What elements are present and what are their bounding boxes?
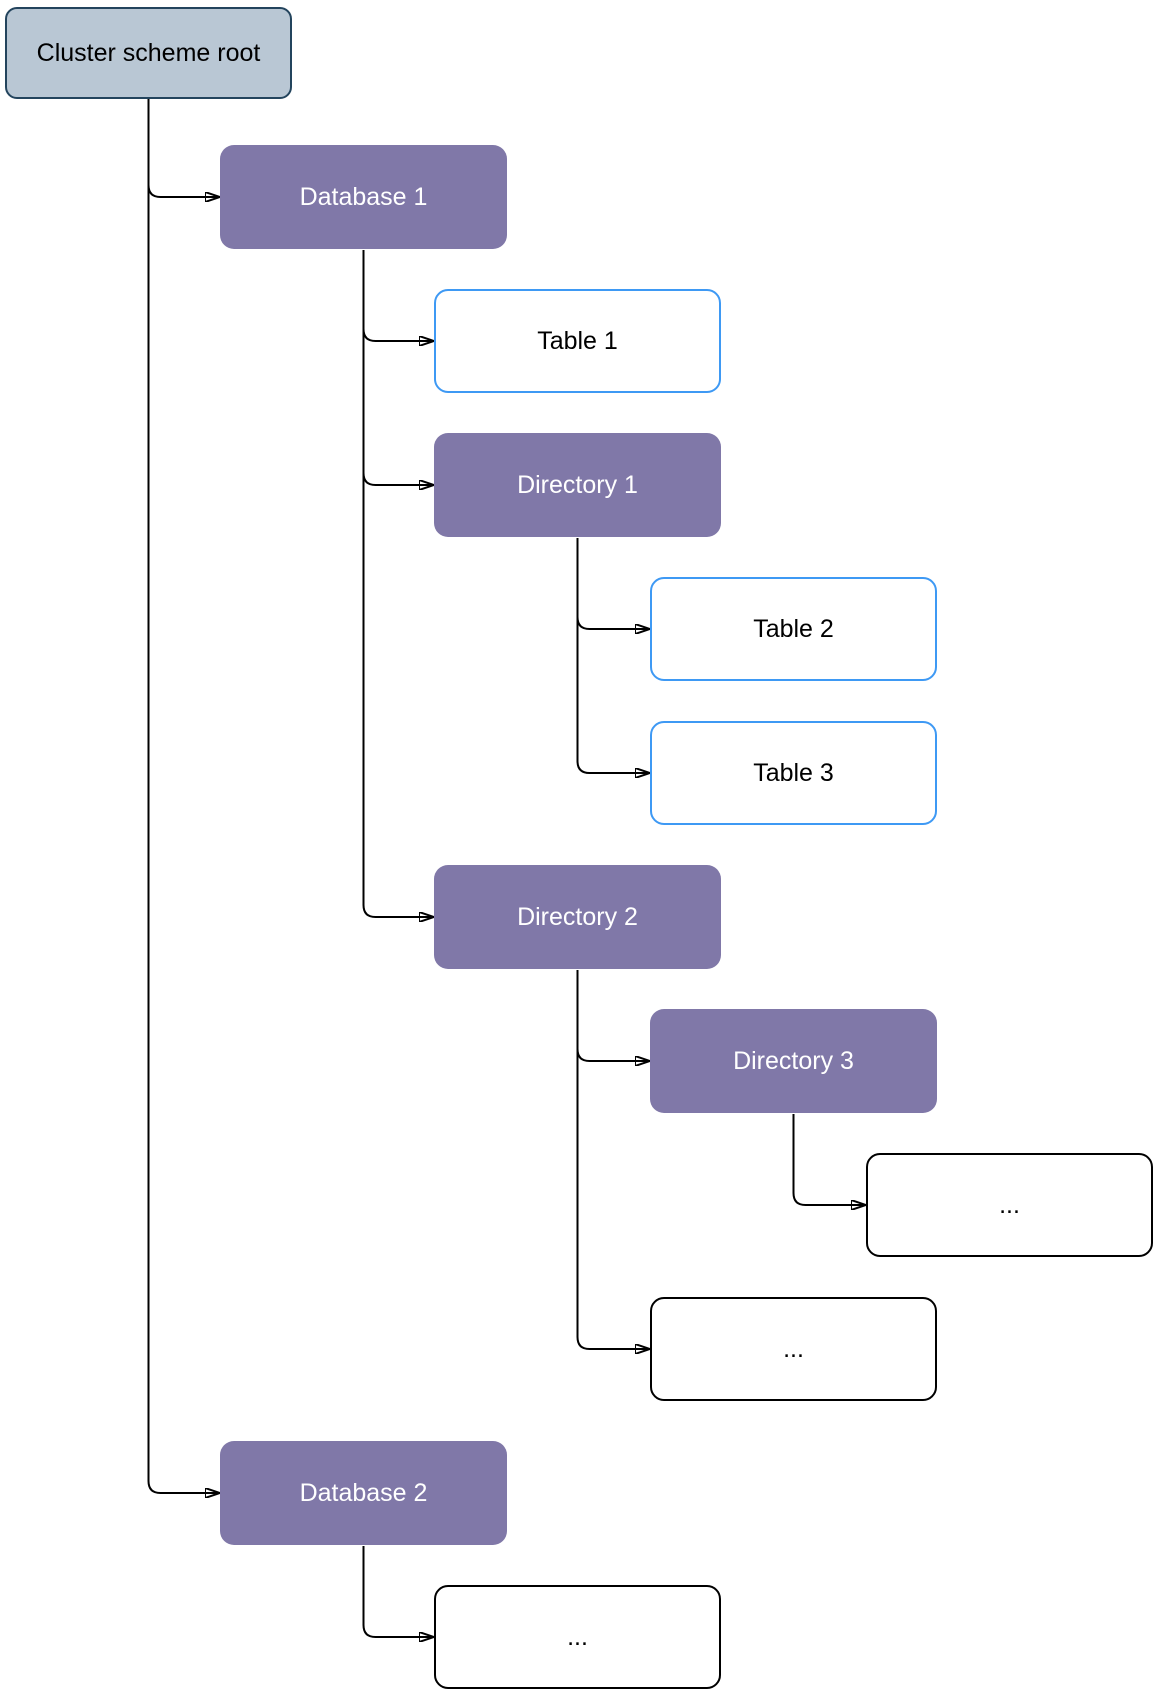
- node-database-1: Database 1: [220, 145, 507, 249]
- edge-root-database2: [147, 99, 220, 1493]
- node-label: Table 1: [537, 326, 618, 355]
- node-directory-3: Directory 3: [650, 1009, 937, 1113]
- edge-directory1-table2: [576, 538, 650, 629]
- node-table-3: Table 3: [650, 721, 937, 825]
- node-database-2-ellipsis: ...: [434, 1585, 721, 1689]
- node-directory-2-ellipsis: ...: [650, 1297, 937, 1401]
- node-label: ...: [783, 1334, 804, 1363]
- edge-directory2-ellipsis: [576, 970, 650, 1349]
- edge-database1-directory1: [362, 250, 434, 485]
- node-label: Database 1: [299, 182, 428, 211]
- edge-directory2-directory3: [576, 970, 650, 1061]
- node-label: Database 2: [299, 1478, 428, 1507]
- node-label: Cluster scheme root: [36, 38, 261, 67]
- node-label: Directory 2: [517, 902, 638, 931]
- node-directory-1: Directory 1: [434, 433, 721, 537]
- node-table-2: Table 2: [650, 577, 937, 681]
- edge-root-database1: [147, 99, 220, 197]
- node-label: ...: [999, 1190, 1020, 1219]
- node-directory-2: Directory 2: [434, 865, 721, 969]
- node-directory-3-ellipsis: ...: [866, 1153, 1153, 1257]
- edge-database1-table1: [362, 250, 434, 341]
- node-table-1: Table 1: [434, 289, 721, 393]
- node-label: Directory 1: [517, 470, 638, 499]
- edge-database2-ellipsis: [362, 1546, 434, 1637]
- node-label: Table 2: [753, 614, 834, 643]
- edge-directory1-table3: [576, 538, 650, 773]
- node-cluster-scheme-root: Cluster scheme root: [5, 7, 292, 99]
- node-label: Directory 3: [733, 1046, 854, 1075]
- edge-directory3-ellipsis: [792, 1114, 866, 1205]
- node-label: Table 3: [753, 758, 834, 787]
- edge-database1-directory2: [362, 250, 434, 917]
- node-database-2: Database 2: [220, 1441, 507, 1545]
- node-label: ...: [567, 1622, 588, 1651]
